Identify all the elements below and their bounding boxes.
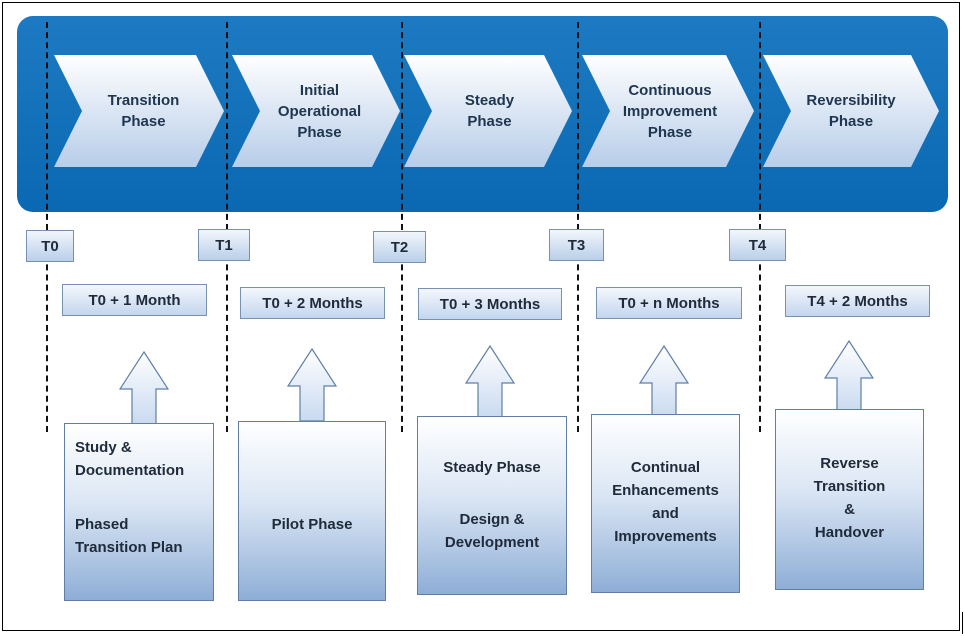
- chevron-transition-phase: Transition Phase: [54, 55, 224, 167]
- up-arrow-icon: [639, 345, 689, 419]
- milestone-t0: T0: [26, 230, 74, 262]
- card-text: Design & Development: [444, 511, 540, 551]
- duration-t4-plus-2-months: T4 + 2 Months: [785, 285, 930, 317]
- milestone-t4: T4: [729, 229, 786, 261]
- activity-card-study-documentation: Study & Documentation Phased Transition …: [64, 423, 214, 601]
- activity-card-pilot-phase: Pilot Phase: [238, 421, 386, 601]
- phase-band: [17, 16, 948, 212]
- duration-t0-plus-2-months: T0 + 2 Months: [240, 287, 385, 319]
- up-arrow-icon: [287, 348, 337, 422]
- phase-label: Reversibility Phase: [806, 92, 896, 130]
- phase-label: Steady Phase: [464, 92, 515, 130]
- chevron-initial-operational-phase: Initial Operational Phase: [232, 55, 400, 167]
- activity-card-reverse-transition: Reverse Transition & Handover: [775, 409, 924, 590]
- chevron-reversibility-phase: Reversibility Phase: [763, 55, 939, 167]
- milestone-t2: T2: [373, 231, 426, 263]
- phase-label: Transition Phase: [107, 92, 180, 130]
- frame-edge: [962, 612, 963, 634]
- up-arrow-icon: [824, 340, 874, 414]
- card-text: Steady Phase: [443, 459, 541, 476]
- milestone-line-t0: [46, 22, 48, 432]
- card-text: Study & Documentation: [75, 439, 185, 479]
- up-arrow-icon: [465, 345, 515, 419]
- milestone-t3: T3: [549, 229, 604, 261]
- milestone-line-t1: [226, 22, 228, 432]
- activity-card-steady-phase: Steady Phase Design & Development: [417, 416, 567, 595]
- card-text: Pilot Phase: [271, 516, 353, 533]
- chevron-continuous-improvement-phase: Continuous Improvement Phase: [582, 55, 754, 167]
- milestone-t1: T1: [198, 229, 250, 261]
- milestone-line-t4: [759, 22, 761, 432]
- up-arrow-icon: [119, 351, 169, 425]
- chevron-steady-phase: Steady Phase: [404, 55, 572, 167]
- milestone-line-t2: [401, 22, 403, 432]
- phase-label: Continuous Improvement Phase: [622, 81, 718, 141]
- milestone-line-t3: [577, 22, 579, 432]
- card-text: Continual Enhancements and Improvements: [612, 459, 719, 545]
- duration-t0-plus-n-months: T0 + n Months: [596, 287, 742, 319]
- activity-card-continual-enhancements: Continual Enhancements and Improvements: [591, 414, 740, 593]
- phase-label: Initial Operational Phase: [277, 81, 362, 141]
- duration-t0-plus-1-month: T0 + 1 Month: [62, 284, 207, 316]
- card-text: Reverse Transition & Handover: [813, 455, 886, 541]
- card-text: Phased Transition Plan: [75, 516, 183, 556]
- duration-t0-plus-3-months: T0 + 3 Months: [418, 288, 562, 320]
